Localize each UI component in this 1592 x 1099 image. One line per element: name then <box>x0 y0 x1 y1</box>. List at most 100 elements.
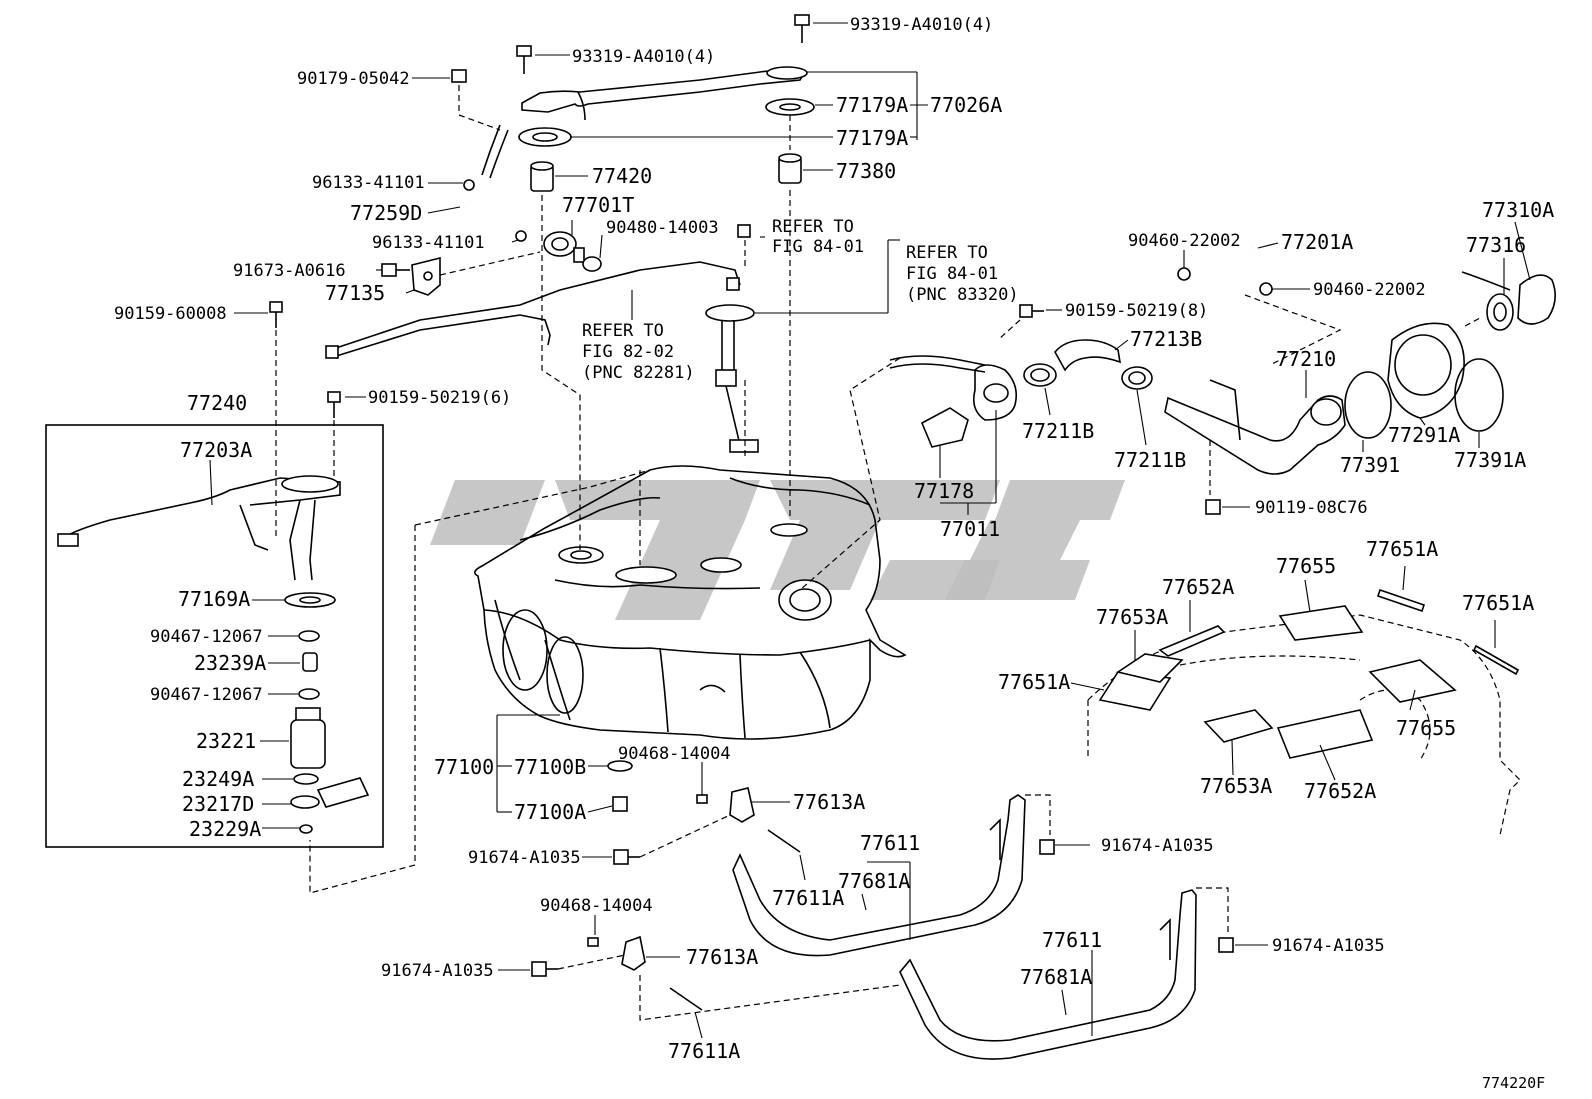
fuel-pump-23221 <box>290 707 326 769</box>
clip-90468-upper <box>696 794 708 804</box>
label-90460-22002-right: 90460-22002 <box>1313 280 1426 300</box>
filler-pipe-assembly <box>889 355 1018 421</box>
clip-96133-lower <box>515 230 527 242</box>
label-90159-50219-8: 90159-50219(8) <box>1065 301 1208 321</box>
bolt-90159-50219-8 <box>1019 304 1044 318</box>
label-77179a-lower: 77179A <box>836 126 908 150</box>
gasket-77169a <box>284 592 336 608</box>
label-77179a-upper: 77179A <box>836 93 908 117</box>
label-77613a-upper: 77613A <box>793 790 865 814</box>
label-77178: 77178 <box>914 479 974 503</box>
label-77100: 77100 <box>434 755 494 779</box>
ref-fig-84-01-a-line2: FIG 84-01 <box>772 237 864 257</box>
ref-fig-82-02-line3: (PNC 82281) <box>582 363 695 383</box>
bracket-77613a-lower <box>621 935 646 971</box>
label-77681a-upper: 77681A <box>838 869 910 893</box>
fuel-tank <box>474 465 907 740</box>
sheet-77651a-top <box>1376 588 1426 613</box>
label-90179-05042: 90179-05042 <box>297 69 410 89</box>
label-77655-lower: 77655 <box>1396 716 1456 740</box>
fuel-pump-assembly-box <box>45 424 384 848</box>
bracket-77613a-upper <box>729 787 755 823</box>
strainer <box>316 777 370 808</box>
label-91674-a1035-left: 91674-A1035 <box>468 848 581 868</box>
clip-90460-right <box>1259 282 1273 296</box>
sheet-77652a-upper <box>1158 625 1226 657</box>
clamp-77211b-left <box>1023 363 1057 387</box>
label-77211b-left: 77211B <box>1022 419 1094 443</box>
label-77380: 77380 <box>836 159 896 183</box>
reference-notes: REFER TO FIG 84-01 REFER TO FIG 84-01 (P… <box>582 217 1019 383</box>
ref-fig-82-02-line1: REFER TO <box>582 321 664 341</box>
bolt-93319-right <box>794 14 810 43</box>
bolt-91674-lower-right <box>1218 937 1234 953</box>
label-77391: 77391 <box>1340 453 1400 477</box>
clip-90468-lower <box>587 937 599 947</box>
filter-77380 <box>778 153 802 184</box>
ref-fig-84-01-b-line2: FIG 84-01 <box>906 264 998 284</box>
bracket-77135 <box>411 256 441 296</box>
ref-fig-84-01-a-line1: REFER TO <box>772 217 854 237</box>
label-77100a: 77100A <box>514 800 586 824</box>
filler-housing-77291a <box>1387 322 1465 419</box>
label-77611-upper: 77611 <box>860 831 920 855</box>
nut-90179 <box>451 69 467 83</box>
label-90468-14004-lower: 90468-14004 <box>540 896 653 916</box>
label-23221: 23221 <box>196 729 256 753</box>
label-96133-41101-upper: 96133-41101 <box>312 173 425 193</box>
fuel-cap-77310a <box>1461 271 1556 325</box>
label-96133-41101-lower: 96133-41101 <box>372 233 485 253</box>
bolt-91674-lower-left <box>531 961 558 977</box>
label-90467-12067-lower: 90467-12067 <box>150 685 263 705</box>
sheet-77655-lower <box>1368 659 1457 703</box>
sheet-77652a-lower <box>1276 709 1374 759</box>
cushion-23249a <box>293 773 319 785</box>
clamp-90467-lower <box>298 688 320 700</box>
clip-90460-left <box>1177 267 1191 281</box>
label-77611a-lower: 77611A <box>668 1039 740 1063</box>
label-93319-a4010-right: 93319-A4010(4) <box>850 15 993 35</box>
label-77613a-lower: 77613A <box>686 945 758 969</box>
label-90467-12067-upper: 90467-12067 <box>150 627 263 647</box>
gasket-77179a-upper <box>765 98 815 116</box>
label-77211b-right: 77211B <box>1114 448 1186 472</box>
label-90119-08c76: 90119-08C76 <box>1255 498 1368 518</box>
vent-pipe-assembly <box>481 66 808 179</box>
bolt-93319-left <box>516 45 532 74</box>
label-77655-upper: 77655 <box>1276 554 1336 578</box>
label-77169a: 77169A <box>178 587 250 611</box>
label-77213b: 77213B <box>1130 327 1202 351</box>
label-77651a-right: 77651A <box>1462 591 1534 615</box>
clip-23229a <box>299 824 313 834</box>
label-77611a-upper: 77611A <box>772 886 844 910</box>
label-90159-60008: 90159-60008 <box>114 304 227 324</box>
label-77135: 77135 <box>325 281 385 305</box>
spacer-23239a <box>302 652 318 672</box>
pin-77611a-upper <box>767 829 801 853</box>
ring-23217d <box>290 795 320 809</box>
label-77420: 77420 <box>592 164 652 188</box>
pin-77611a-lower <box>669 987 703 1011</box>
label-77210: 77210 <box>1276 347 1336 371</box>
label-77651a-left: 77651A <box>998 670 1070 694</box>
label-77259d: 77259D <box>350 201 422 225</box>
fuel-sender-unit <box>705 224 759 453</box>
gasket-77179a-lower <box>518 127 572 147</box>
diagram-code: 774220F <box>1482 1074 1545 1092</box>
label-90468-14004-upper: 90468-14004 <box>618 744 731 764</box>
hose-77201a <box>1189 246 1254 277</box>
label-91674-a1035-right-upper: 91674-A1035 <box>1101 836 1214 856</box>
label-77611-lower: 77611 <box>1042 928 1102 952</box>
sheet-77653a-upper <box>1116 653 1184 683</box>
label-77011: 77011 <box>940 517 1000 541</box>
label-91673-a0616: 91673-A0616 <box>233 261 346 281</box>
watermark-logo <box>430 480 1125 620</box>
valve-77701t <box>543 231 585 263</box>
label-77652a-lower: 77652A <box>1304 779 1376 803</box>
hose-77213b <box>1054 339 1122 372</box>
label-23217d: 23217D <box>182 792 254 816</box>
label-23229a: 23229A <box>189 817 261 841</box>
part-labels: 93319-A4010(4) 93319-A4010(4) 90179-0504… <box>114 15 1554 1092</box>
label-90159-50219-6: 90159-50219(6) <box>368 388 511 408</box>
